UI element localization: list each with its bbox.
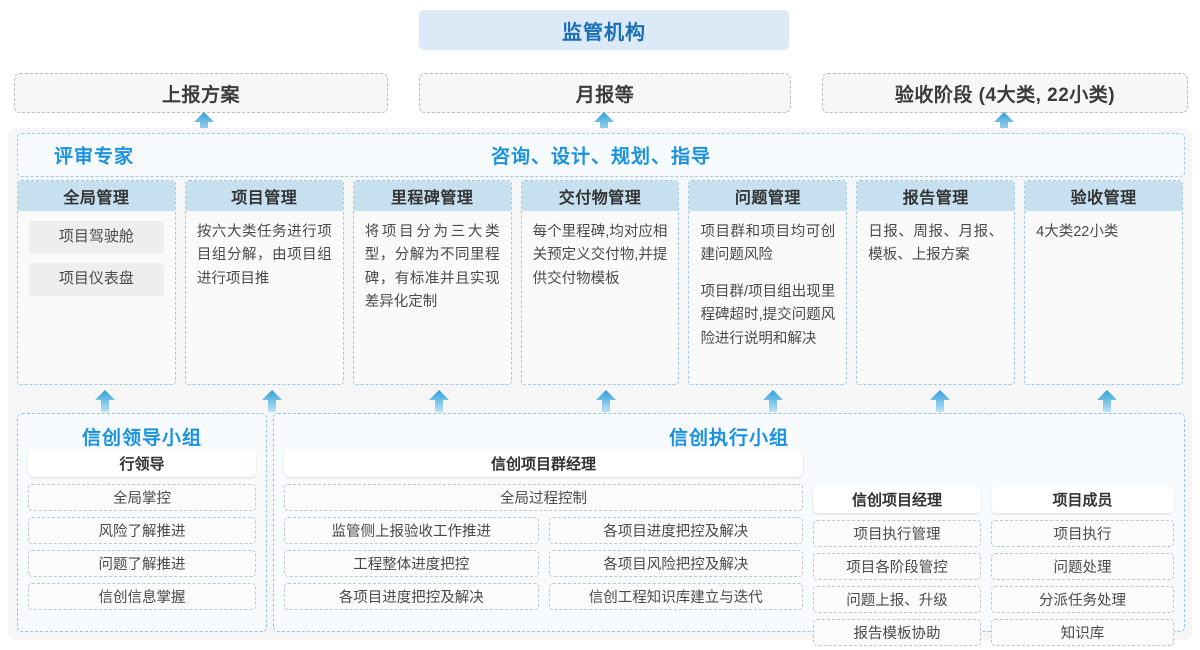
- duty-item[interactable]: 项目执行: [991, 520, 1174, 547]
- group-leader: 信创领导小组 行领导 全局掌控 风险了解推进 问题了解推进 信创信息掌握: [17, 413, 267, 632]
- box-monthly-report: 月报等: [419, 73, 791, 113]
- capability-card-report[interactable]: 报告管理 日报、周报、月报、模板、上报方案: [856, 180, 1016, 385]
- capability-card-deliverable[interactable]: 交付物管理 每个里程碑,均对应相关预定义交付物,并提供交付物模板: [520, 180, 680, 385]
- role-head-member[interactable]: 项目成员: [991, 486, 1174, 513]
- box-acceptance-stage: 验收阶段 (4大类, 22小类): [822, 73, 1188, 113]
- arrow-up-plan: [194, 112, 214, 134]
- capability-head: 验收管理: [1025, 181, 1183, 211]
- duty-column-left: 监管侧上报验收工作推进 工程整体进度把控 各项目进度把控及解决: [284, 517, 539, 610]
- capability-head: 问题管理: [689, 181, 847, 211]
- capability-body: 日报、周报、月报、模板、上报方案: [857, 211, 1014, 384]
- advisory-left-label: 评审专家: [54, 146, 135, 168]
- capability-body: 将项目分为三大类型，分解为不同里程碑，有标准并且实现差异化定制: [354, 211, 511, 384]
- arrow-up-col-6: [930, 390, 950, 412]
- capability-body: 4大类22小类: [1025, 211, 1182, 384]
- role-column-project-manager: 信创项目经理 项目执行管理 项目各阶段管控 问题上报、升级 报告模板协助: [813, 450, 981, 646]
- capability-body: 项目驾驶舱 项目仪表盘: [18, 211, 175, 384]
- layout-spacer: [813, 450, 981, 486]
- arrow-up-col-4: [596, 390, 616, 412]
- capability-paragraph: 4大类22小类: [1036, 224, 1119, 240]
- duty-item[interactable]: 报告模板协助: [813, 619, 981, 646]
- arrow-up-col-2: [262, 390, 282, 412]
- duty-item[interactable]: 信创工程知识库建立与迭代: [548, 583, 803, 610]
- duty-item[interactable]: 各项目进度把控及解决: [284, 583, 539, 610]
- capability-head: 项目管理: [185, 181, 343, 211]
- capability-head: 全局管理: [18, 181, 175, 211]
- role-column-member: 项目成员 项目执行 问题处理 分派任务处理 知识库: [991, 450, 1174, 646]
- capability-row: 全局管理 项目驾驶舱 项目仪表盘 项目管理 按六大类任务进行项目组分解，由项目组…: [17, 180, 1184, 385]
- duty-item[interactable]: 问题上报、升级: [813, 586, 981, 613]
- capability-paragraph: 将项目分为三大类型，分解为不同里程碑，有标准并且实现差异化定制: [364, 224, 500, 311]
- duty-item[interactable]: 问题了解推进: [28, 550, 256, 577]
- group-exec: 信创执行小组 信创项目群经理 全局过程控制 监管侧上报验收工作推进 工程整体进度…: [273, 413, 1185, 646]
- duty-item[interactable]: 知识库: [991, 619, 1174, 646]
- group-exec-body: 信创项目群经理 全局过程控制 监管侧上报验收工作推进 工程整体进度把控 各项目进…: [274, 450, 1184, 646]
- duty-item[interactable]: 信创信息掌握: [28, 583, 256, 610]
- capability-paragraph: 项目群和项目均可创建问题风险: [700, 224, 836, 264]
- capability-card-milestone[interactable]: 里程碑管理 将项目分为三大类型，分解为不同里程碑，有标准并且实现差异化定制: [352, 180, 512, 385]
- pill-item[interactable]: 项目仪表盘: [29, 263, 164, 296]
- duty-item[interactable]: 问题处理: [991, 553, 1174, 580]
- capability-head: 报告管理: [857, 181, 1015, 211]
- role-column-program-manager: 信创项目群经理 全局过程控制 监管侧上报验收工作推进 工程整体进度把控 各项目进…: [284, 450, 803, 610]
- capability-body: 每个里程碑,均对应相关预定义交付物,并提供交付物模板: [522, 211, 679, 384]
- capability-card-project[interactable]: 项目管理 按六大类任务进行项目组分解，由项目组进行项目推: [184, 180, 344, 385]
- program-manager-duty-grid: 监管侧上报验收工作推进 工程整体进度把控 各项目进度把控及解决 各项目进度把控及…: [284, 517, 803, 610]
- box-report-plan: 上报方案: [14, 73, 388, 113]
- duty-item[interactable]: 监管侧上报验收工作推进: [284, 517, 539, 544]
- arrow-up-col-5: [763, 390, 783, 412]
- role-head-bank-leader[interactable]: 行领导: [28, 450, 256, 477]
- capability-body: 按六大类任务进行项目组分解，由项目组进行项目推: [186, 211, 343, 384]
- capability-paragraph: 日报、周报、月报、模板、上报方案: [868, 224, 1004, 264]
- capability-card-acceptance[interactable]: 验收管理 4大类22小类: [1024, 180, 1184, 385]
- duty-item[interactable]: 全局掌控: [28, 484, 256, 511]
- duty-item[interactable]: 风险了解推进: [28, 517, 256, 544]
- arrow-up-col-3: [429, 390, 449, 412]
- group-leader-body: 行领导 全局掌控 风险了解推进 问题了解推进 信创信息掌握: [18, 450, 266, 610]
- role-head-project-manager[interactable]: 信创项目经理: [813, 486, 981, 513]
- arrow-up-monthly: [594, 112, 614, 134]
- group-exec-title: 信创执行小组: [668, 428, 789, 449]
- group-leader-title: 信创领导小组: [81, 428, 202, 449]
- duty-item[interactable]: 各项目风险把控及解决: [548, 550, 803, 577]
- capability-head: 交付物管理: [521, 181, 679, 211]
- top-title-regulator: 监管机构: [419, 10, 789, 50]
- capability-paragraph: 项目群/项目组出现里程碑超时,提交问题风险进行说明和解决: [700, 283, 836, 347]
- arrow-up-col-7: [1097, 390, 1117, 412]
- role-head-program-manager[interactable]: 信创项目群经理: [284, 450, 803, 477]
- duty-column-right: 各项目进度把控及解决 各项目风险把控及解决 信创工程知识库建立与迭代: [548, 517, 803, 610]
- duty-item-global-process[interactable]: 全局过程控制: [284, 484, 803, 511]
- capability-body: 项目群和项目均可创建问题风险 项目群/项目组出现里程碑超时,提交问题风险进行说明…: [689, 211, 846, 384]
- pill-item[interactable]: 项目驾驶舱: [29, 221, 164, 254]
- capability-paragraph: 每个里程碑,均对应相关预定义交付物,并提供交付物模板: [532, 224, 668, 287]
- duty-item[interactable]: 项目执行管理: [813, 520, 981, 547]
- capability-card-issue[interactable]: 问题管理 项目群和项目均可创建问题风险 项目群/项目组出现里程碑超时,提交问题风…: [688, 180, 848, 385]
- layout-spacer: [991, 450, 1174, 486]
- capability-paragraph: 按六大类任务进行项目组分解，由项目组进行项目推: [196, 224, 332, 287]
- duty-item[interactable]: 项目各阶段管控: [813, 553, 981, 580]
- duty-item[interactable]: 各项目进度把控及解决: [548, 517, 803, 544]
- duty-item[interactable]: 分派任务处理: [991, 586, 1174, 613]
- duty-item[interactable]: 工程整体进度把控: [284, 550, 539, 577]
- arrow-up-col-1: [95, 390, 115, 412]
- arrow-up-acceptance: [994, 112, 1014, 134]
- capability-card-global[interactable]: 全局管理 项目驾驶舱 项目仪表盘: [17, 180, 176, 385]
- capability-head: 里程碑管理: [353, 181, 511, 211]
- advisory-band: 评审专家 咨询、设计、规划、指导: [17, 133, 1185, 177]
- advisory-center-label: 咨询、设计、规划、指导: [490, 146, 711, 168]
